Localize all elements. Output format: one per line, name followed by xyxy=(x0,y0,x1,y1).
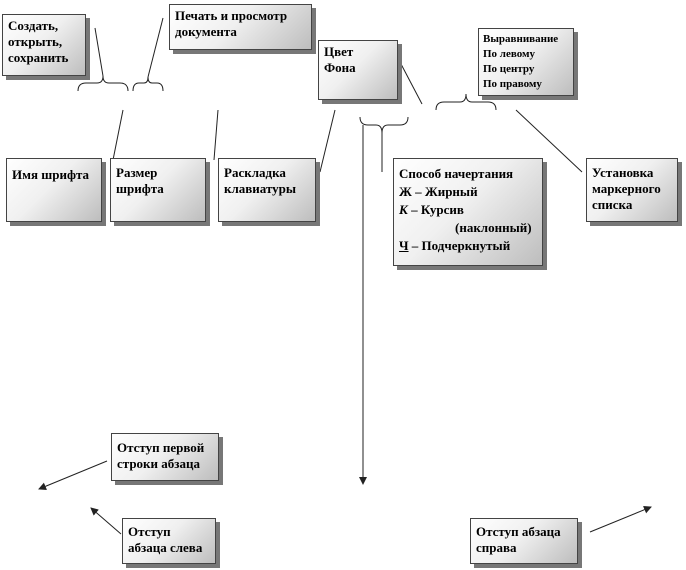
line-bgcolor xyxy=(400,63,423,105)
line-print xyxy=(147,17,164,78)
line-bgcolor-down xyxy=(319,109,336,173)
label-alignment: Выравнивание По левому По центру По прав… xyxy=(478,28,574,96)
label-font-size: Размер шрифта xyxy=(110,158,206,222)
label-create-open-save: Создать, открыть, сохранить xyxy=(2,14,86,76)
label-first-line-indent: Отступ первой строки абзаца xyxy=(111,433,219,481)
arrow-first-line-indent xyxy=(38,460,108,491)
arrow-right-indent xyxy=(589,505,652,533)
label-font-name: Имя шрифта xyxy=(6,158,102,222)
label-font-style: Способ начертания Ж – Жирный К – Курсив … xyxy=(393,158,543,266)
brace-print-group xyxy=(132,76,164,92)
label-left-indent: Отступ абзаца слева xyxy=(122,518,216,564)
brace-file-group xyxy=(77,75,129,92)
arrow-left-indent xyxy=(90,507,122,535)
brace-style-group xyxy=(359,116,409,134)
label-keyboard-layout: Раскладка клавиатуры xyxy=(218,158,316,222)
label-right-indent: Отступ абзаца справа xyxy=(470,518,578,564)
line-fontsize xyxy=(112,109,124,161)
line-keyboard xyxy=(213,109,219,161)
line-create xyxy=(94,27,104,77)
label-bullet-list: Установка маркерного списка xyxy=(586,158,678,222)
label-bg-color: Цвет Фона xyxy=(318,40,398,100)
label-print-preview: Печать и просмотр документа xyxy=(169,4,312,50)
line-bullet xyxy=(515,109,583,173)
brace-align-group xyxy=(435,93,497,111)
